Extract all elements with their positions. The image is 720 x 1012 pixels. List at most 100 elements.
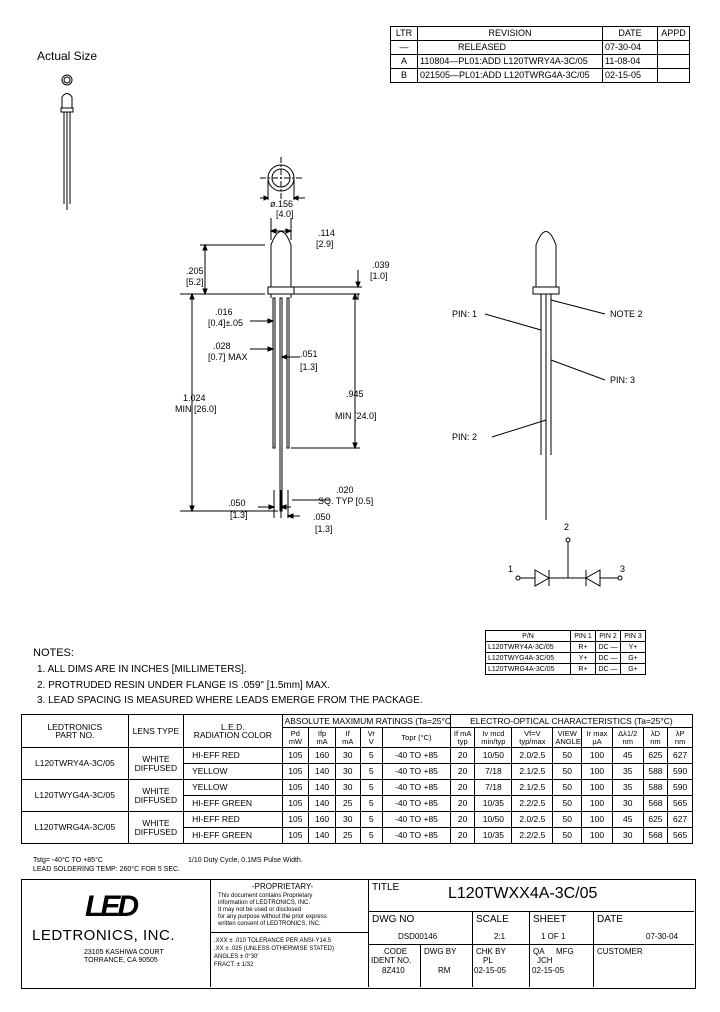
spec-value-cell: 10/35 <box>474 795 513 812</box>
pin-label: PIN: 3 <box>610 375 636 385</box>
pin-table-cell: R+ <box>570 641 596 653</box>
spec-value-cell: 2.0/2.5 <box>511 747 554 764</box>
spec-header-led-line2: RADIATION COLOR <box>193 730 272 740</box>
divider <box>472 911 473 987</box>
code-label: IDENT NO. <box>371 956 412 965</box>
proprietary-line: information of LEDTRONICS, INC. <box>218 900 311 906</box>
tolerance-line: .XX ± .025 (UNLESS OTHERWISE STATED) <box>214 946 334 952</box>
schematic <box>515 537 623 587</box>
spec-value-cell: 5 <box>359 811 384 828</box>
pin-table-cell: G+ <box>620 663 646 675</box>
dim-text: .039 <box>372 260 390 270</box>
note-item: 1. ALL DIMS ARE IN INCHES [MILLIMETERS]. <box>37 664 247 675</box>
spec-value-cell: 2.2/2.5 <box>511 827 554 844</box>
pin-table-cell: L120TWRY4A-3C/05 <box>485 641 571 653</box>
tolerance-line: ANGLES ± 0°30' <box>214 954 259 960</box>
spec-value-cell: 30 <box>611 827 644 844</box>
dim-text: .016 <box>215 307 233 317</box>
spec-value-cell: 20 <box>449 779 476 796</box>
divider <box>368 879 369 987</box>
spec-value-cell: 625 <box>642 811 669 828</box>
divider <box>593 911 594 987</box>
spec-value-cell: 50 <box>552 811 583 828</box>
part-number-cell: L120TWYG4A-3C/05 <box>21 779 129 812</box>
dim-text: .050 <box>313 512 331 522</box>
note-item: 2. PROTRUDED RESIN UNDER FLANGE IS .059"… <box>37 680 331 691</box>
dim-text: .020 <box>336 485 354 495</box>
scale-value: 2:1 <box>494 932 506 941</box>
dim-text: SQ. TYP [0.5] <box>318 496 374 506</box>
actual-size-top-view-inner <box>63 76 71 84</box>
divider <box>210 932 368 933</box>
dim-text: [4.0] <box>276 209 294 219</box>
divider <box>420 944 421 987</box>
notes-title: NOTES: <box>33 647 74 659</box>
divider <box>368 944 694 945</box>
drawing-title: L120TWXX4A-3C/05 <box>448 885 598 902</box>
spec-header-part: LEDTRONICS PART NO. <box>21 714 129 748</box>
radiation-color-cell: HI-EFF RED <box>183 811 283 828</box>
company-address: 23105 KASHIWA COURT <box>84 949 164 956</box>
proprietary-line: It may not be used or disclosed <box>218 907 302 913</box>
spec-value-cell: -40 TO +85 <box>382 827 451 844</box>
dim-text: 1.024 <box>183 393 206 403</box>
part-number-cell: L120TWRG4A-3C/05 <box>21 811 129 844</box>
dwg-no-value: DSD00146 <box>398 932 438 941</box>
divider <box>210 879 211 987</box>
spec-value-cell: 45 <box>611 811 644 828</box>
spec-value-cell: 20 <box>449 763 476 780</box>
divider <box>529 911 530 987</box>
spec-value-cell: 140 <box>308 795 336 812</box>
spec-value-cell: 105 <box>281 779 310 796</box>
pin-table-cell: R+ <box>570 663 596 675</box>
spec-header-eo: ELECTRO-OPTICAL CHARACTERISTICS (Ta=25°C… <box>449 714 694 728</box>
proprietary-line: written consent of LEDTRONICS, INC. <box>218 921 321 927</box>
spec-value-cell: 140 <box>308 827 336 844</box>
date-label: DATE <box>597 914 623 925</box>
divider <box>368 911 694 912</box>
dim-text: .114 <box>318 228 335 238</box>
spec-value-cell: 5 <box>359 747 384 764</box>
tolerance-line: FRACT. ± 1/32 <box>214 962 254 968</box>
spec-value-cell: 590 <box>667 779 693 796</box>
dim-text: [1.0] <box>370 271 388 281</box>
spec-value-cell: 565 <box>667 827 693 844</box>
dim-text: [0.7] MAX <box>208 352 248 362</box>
radiation-color-cell: HI-EFF RED <box>183 747 283 764</box>
spec-value-cell: -40 TO +85 <box>382 795 451 812</box>
dwg-by-label: DWG BY <box>424 947 457 956</box>
customer-label: CUSTOMER <box>597 947 643 956</box>
spec-value-cell: 10/50 <box>474 747 513 764</box>
spec-value-cell: 30 <box>334 779 361 796</box>
spec-table: LEDTRONICS PART NO. LENS TYPE L.E.D. RAD… <box>21 714 694 844</box>
pin-table-header: P/N <box>485 630 571 642</box>
spec-header-led-line1: L.E.D. <box>221 721 245 732</box>
spec-value-cell: 160 <box>308 747 336 764</box>
spec-value-cell: 20 <box>449 811 476 828</box>
pin-table-header: PIN 3 <box>620 630 646 642</box>
spec-value-cell: 2.1/2.5 <box>511 763 554 780</box>
spec-value-cell: 5 <box>359 779 384 796</box>
chk-by-date: 02-15-05 <box>474 966 507 975</box>
footnote: 1/10 Duty Cycle, 0.1MS Pulse Width. <box>188 857 303 864</box>
dim-text: .205 <box>186 266 204 276</box>
dim-text: [1.3] <box>315 524 333 534</box>
spec-header-abs: ABSOLUTE MAXIMUM RATINGS (Ta=25°C) <box>281 714 451 728</box>
spec-value-cell: -40 TO +85 <box>382 811 451 828</box>
spec-value-cell: 7/18 <box>474 779 513 796</box>
spec-value-cell: 5 <box>359 827 384 844</box>
spec-value-cell: 627 <box>667 747 693 764</box>
spec-value-cell: 625 <box>642 747 669 764</box>
spec-value-cell: 30 <box>334 747 361 764</box>
actual-size-led-body <box>61 93 73 109</box>
spec-value-cell: 140 <box>308 763 336 780</box>
pin-label: PIN: 1 <box>452 309 478 319</box>
